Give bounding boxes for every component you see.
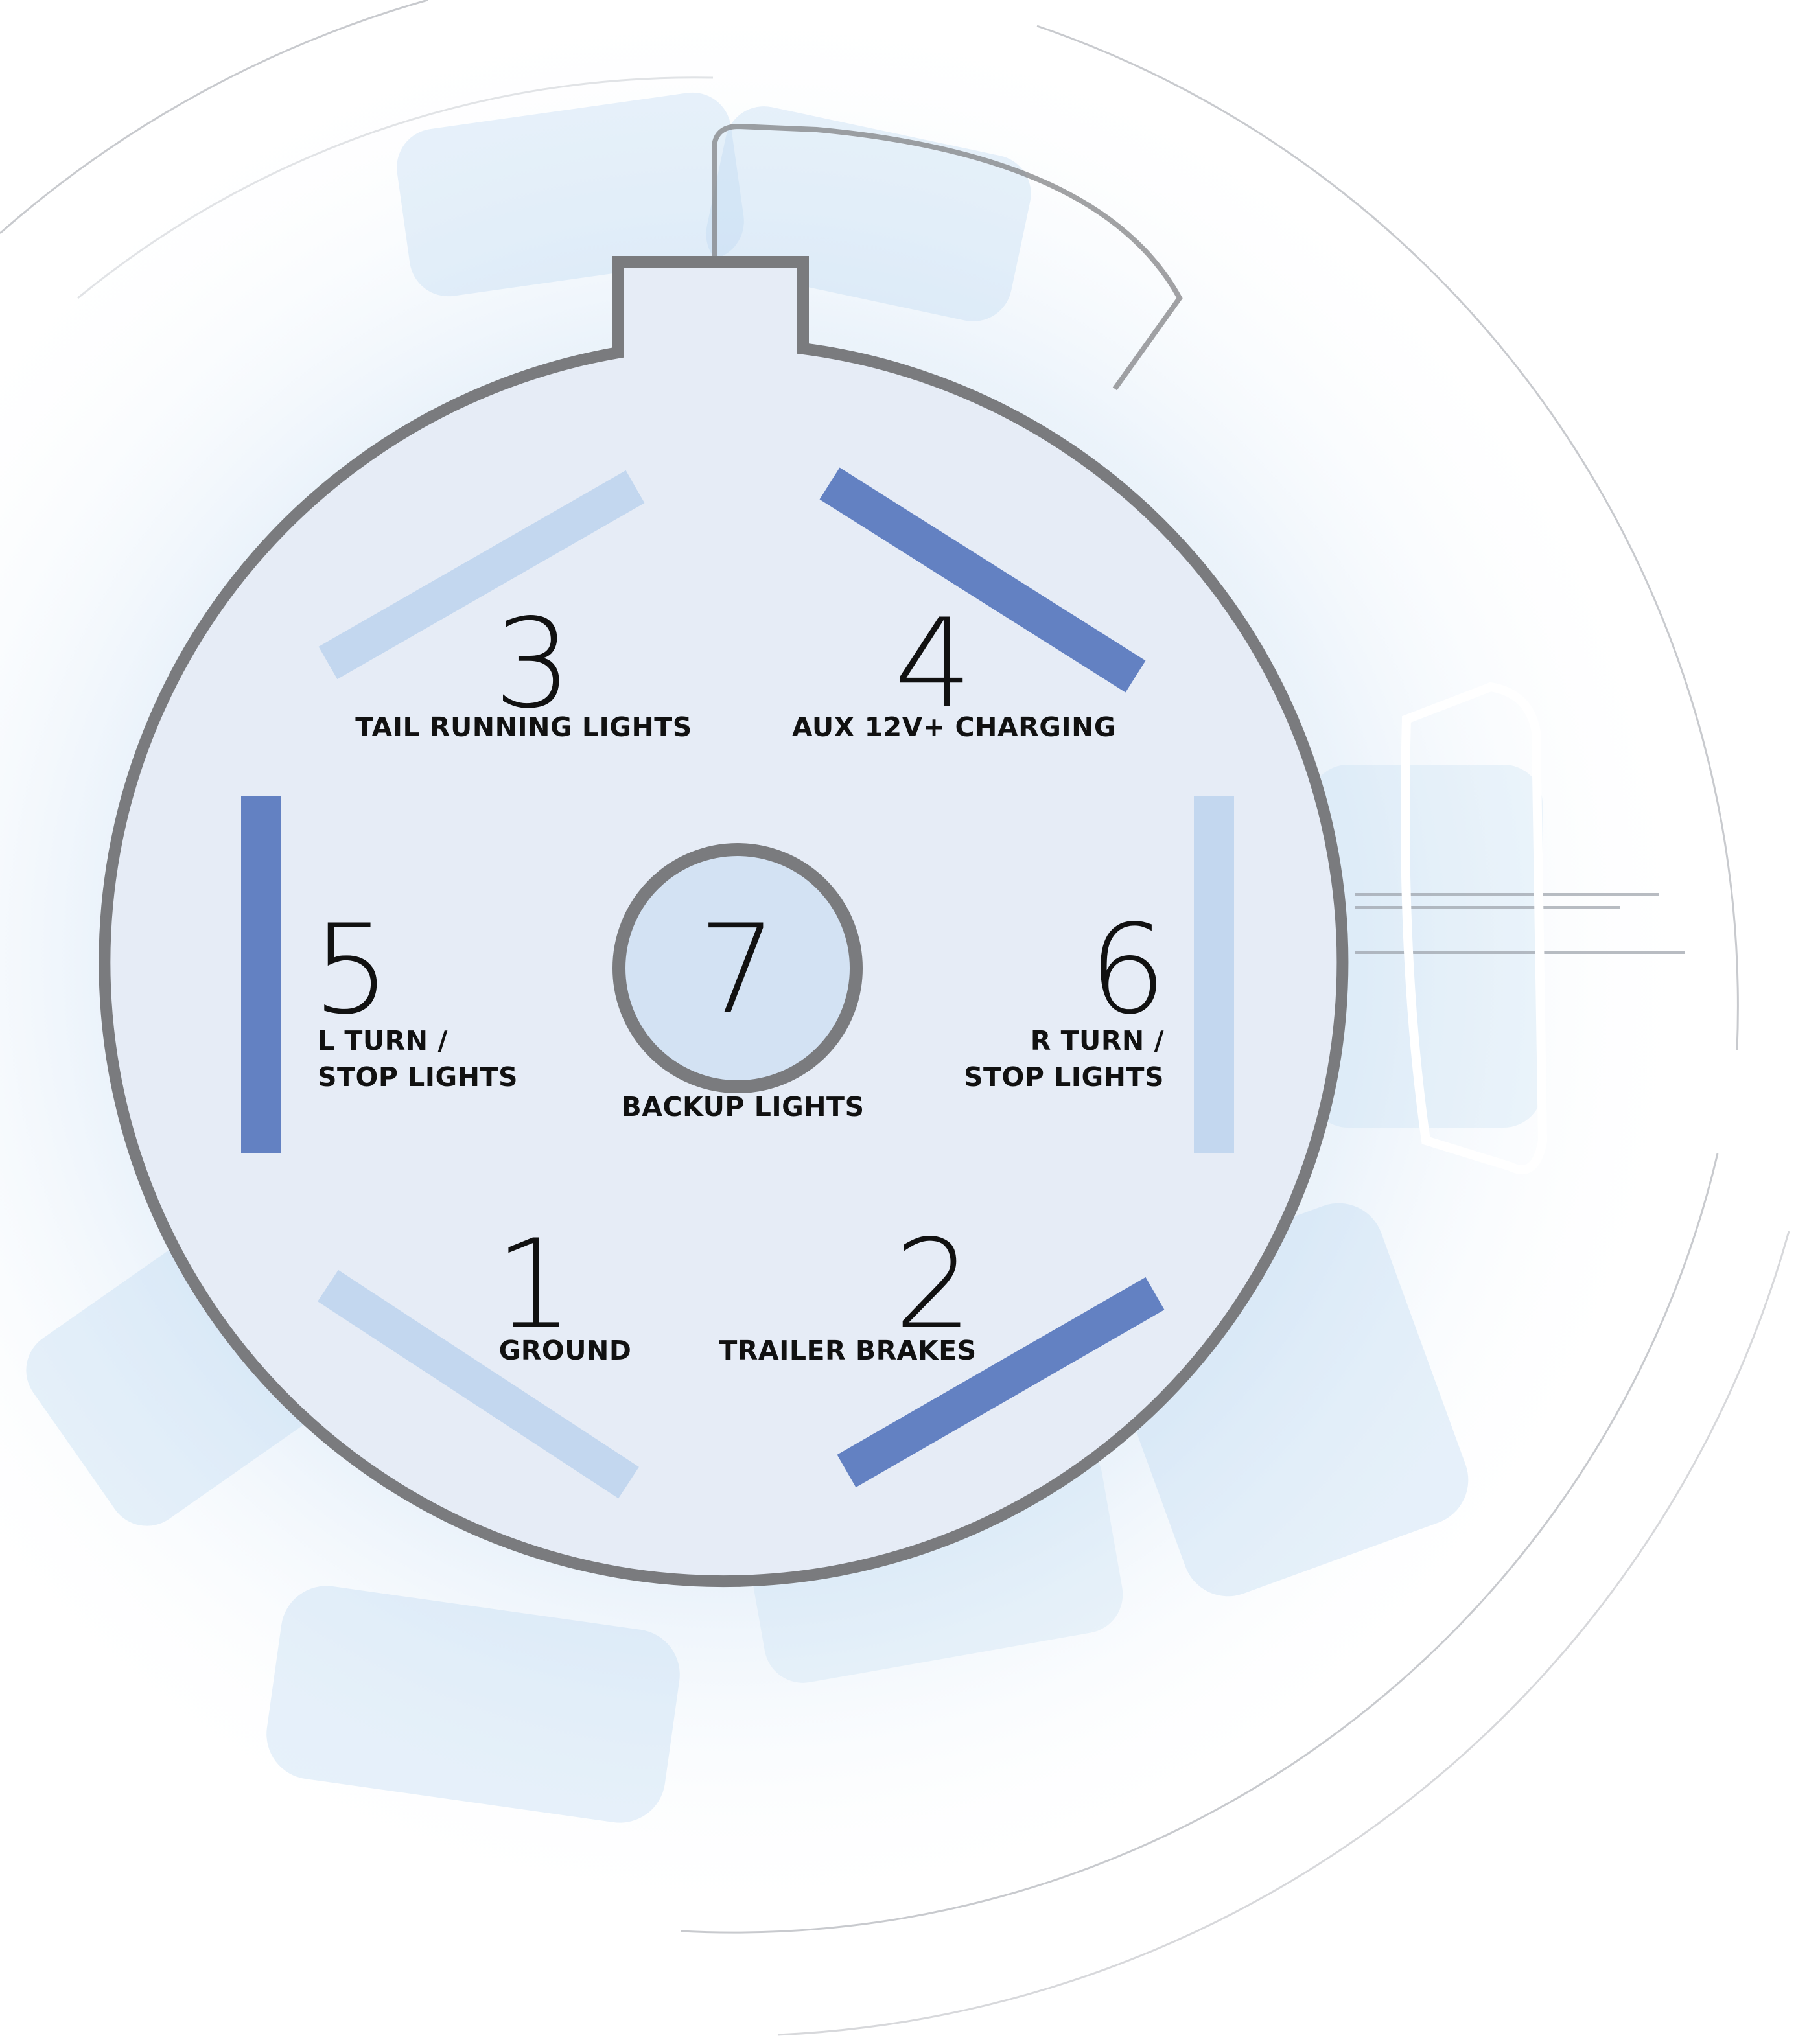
pin-7-label: BACKUP LIGHTS xyxy=(621,1091,864,1122)
pin-5: 5L TURN / STOP LIGHTS xyxy=(241,796,518,1153)
pin-6-label: STOP LIGHTS xyxy=(964,1061,1164,1093)
pin-1-number: 1 xyxy=(495,1213,574,1356)
pin-3-number: 3 xyxy=(494,592,572,736)
pin-5-number: 5 xyxy=(312,898,391,1041)
pin-6-contact xyxy=(1194,796,1234,1153)
pin-5-contact xyxy=(241,796,281,1153)
pin-7-number: 7 xyxy=(699,898,777,1041)
pin-3-label: TAIL RUNNING LIGHTS xyxy=(355,712,692,743)
pin-4-contact xyxy=(819,467,1146,693)
pin-6: 6R TURN / STOP LIGHTS xyxy=(964,796,1234,1153)
pin-2-number: 2 xyxy=(894,1213,973,1356)
pin-1-contact xyxy=(318,1269,639,1499)
pin-6-number: 6 xyxy=(1089,898,1167,1041)
background-cable xyxy=(712,123,1183,391)
pin-5-label: L TURN / xyxy=(318,1025,448,1056)
pin-4-label: AUX 12V+ CHARGING xyxy=(792,712,1116,743)
pin-6-label: R TURN / xyxy=(1031,1025,1164,1056)
pin-7-contact xyxy=(612,843,863,1093)
pin-2-contact xyxy=(837,1277,1165,1488)
pin-3-contact xyxy=(318,470,645,680)
pin-5-label: STOP LIGHTS xyxy=(318,1061,518,1093)
pin-4-number: 4 xyxy=(894,592,973,736)
pin-2-label: TRAILER BRAKES xyxy=(719,1335,976,1366)
pin-1-label: GROUND xyxy=(499,1335,632,1366)
background-handle-outline xyxy=(1401,682,1548,1174)
